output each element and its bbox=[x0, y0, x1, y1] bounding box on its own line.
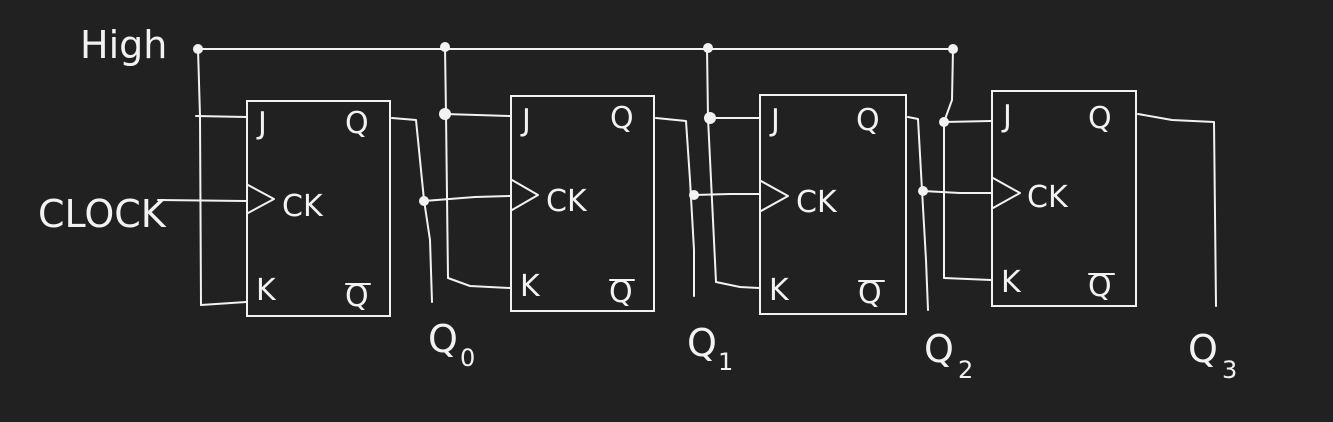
ff2-qbar-pin: Q bbox=[858, 276, 882, 311]
q2-label: Q bbox=[924, 327, 954, 371]
ff1-j-pin: J bbox=[520, 103, 531, 138]
ff3-ck-pin: CK bbox=[1027, 180, 1069, 215]
ff2-box bbox=[759, 94, 907, 315]
ff0-k-line bbox=[200, 301, 247, 306]
high-label: High bbox=[80, 23, 167, 67]
clock-line bbox=[157, 199, 247, 202]
flip-flop-2: J CK K Q Q bbox=[759, 94, 907, 315]
ff3-clock-triangle bbox=[992, 177, 1021, 209]
q2-subscript: 2 bbox=[958, 356, 973, 384]
q1-label: Q bbox=[687, 321, 717, 365]
q3-label: Q bbox=[1188, 327, 1218, 371]
q2-output-line bbox=[907, 116, 929, 311]
ff1-ck-pin: CK bbox=[546, 184, 588, 219]
ff3-j-line bbox=[943, 120, 992, 123]
ff3-j-pin: J bbox=[1001, 99, 1012, 134]
ff2-ck-pin: CK bbox=[796, 185, 838, 220]
clock-label: CLOCK bbox=[38, 192, 167, 236]
ff2-k-pin: K bbox=[769, 273, 790, 308]
ff1-clock-triangle bbox=[511, 179, 539, 211]
ff1-j-line bbox=[444, 113, 511, 117]
q0-subscript: 0 bbox=[460, 344, 475, 372]
q1-output-line bbox=[655, 117, 695, 297]
ff2-j-pin: J bbox=[769, 103, 780, 138]
ff1-q-pin: Q bbox=[610, 101, 634, 136]
flip-flop-0: J CK K Q Q bbox=[246, 100, 391, 317]
ff0-clock-triangle bbox=[247, 184, 275, 214]
q1-subscript: 1 bbox=[718, 348, 733, 376]
ff0-box bbox=[246, 100, 391, 317]
ff1-qbar-pin: Q bbox=[609, 275, 633, 310]
ff3-k-pin: K bbox=[1001, 265, 1022, 300]
q0-to-ff1-clock bbox=[423, 195, 511, 202]
ff2-jk-tie bbox=[706, 47, 717, 283]
ff0-jk-tie bbox=[197, 48, 202, 306]
ff2-clock-triangle bbox=[760, 180, 789, 212]
ff3-qbar-pin: Q bbox=[1088, 269, 1112, 304]
ff0-j-line bbox=[195, 115, 247, 118]
ff3-box bbox=[991, 90, 1137, 307]
ff1-jk-tie bbox=[444, 46, 449, 279]
ff0-ck-pin: CK bbox=[282, 189, 324, 224]
q2-to-ff3-clock bbox=[922, 190, 993, 194]
ff2-q-pin: Q bbox=[856, 103, 880, 138]
ff3-k-line bbox=[943, 277, 992, 281]
ff0-qbar-pin: Q bbox=[345, 279, 369, 314]
q0-label: Q bbox=[428, 317, 458, 361]
flip-flop-1: J CK K Q Q bbox=[510, 95, 655, 312]
ff2-k-line bbox=[715, 281, 760, 289]
ff1-box bbox=[510, 95, 655, 312]
ff3-q-pin: Q bbox=[1088, 101, 1112, 136]
flip-flop-3: J CK K Q Q bbox=[991, 90, 1137, 307]
q3-output-line bbox=[1137, 113, 1217, 307]
ff0-q-pin: Q bbox=[345, 106, 369, 141]
q1-to-ff2-clock bbox=[693, 193, 761, 196]
q3-subscript: 3 bbox=[1222, 356, 1237, 384]
ff1-k-line bbox=[447, 277, 511, 289]
q0-output-line bbox=[391, 117, 433, 303]
ff0-k-pin: K bbox=[256, 273, 277, 308]
ff3-jk-tie bbox=[943, 48, 954, 279]
ff0-j-pin: J bbox=[256, 106, 267, 141]
ff1-k-pin: K bbox=[520, 269, 541, 304]
